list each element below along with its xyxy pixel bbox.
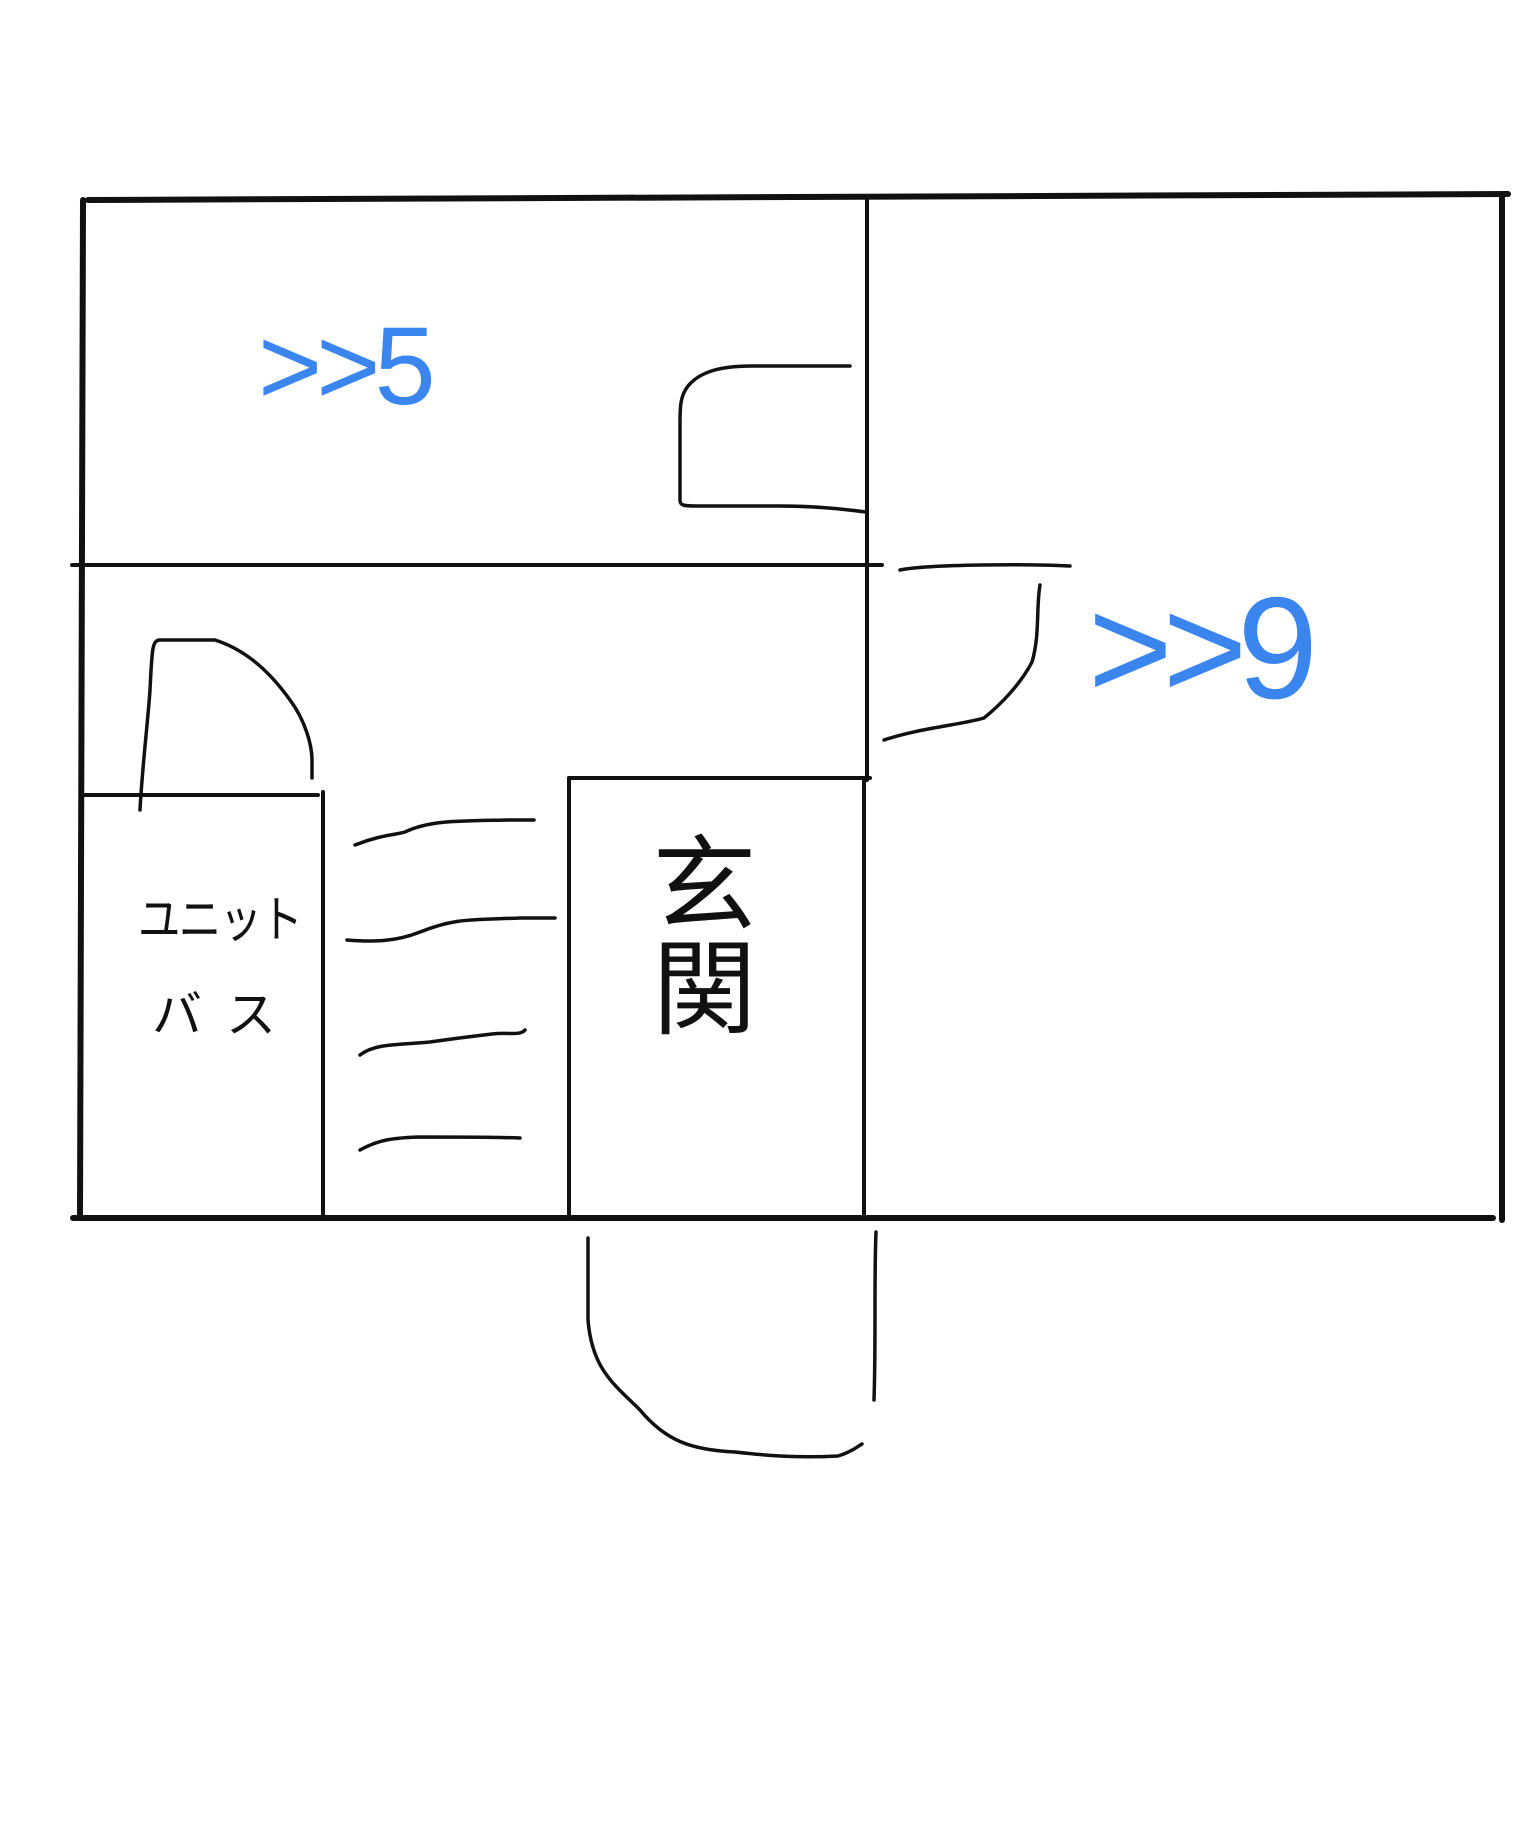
interior-walls	[70, 198, 884, 1220]
unit-bath-label-line2: バス	[152, 986, 300, 1044]
entrance-label: 玄関	[634, 830, 756, 1038]
room-9-label[interactable]: >>9	[1088, 567, 1318, 729]
door-room5	[678, 364, 868, 514]
outer-walls	[70, 191, 1511, 1223]
doors	[138, 364, 1072, 1459]
stairs	[345, 818, 557, 1152]
door-bath	[138, 638, 314, 812]
stair-step-3	[358, 1028, 527, 1057]
stair-step-1	[353, 818, 536, 847]
stair-step-2	[345, 916, 557, 943]
door-room9	[882, 563, 1072, 742]
room-5-label[interactable]: >>5	[258, 305, 436, 428]
door-entrance	[586, 1230, 878, 1459]
wall-left	[77, 197, 86, 1221]
wall-top	[85, 191, 1511, 203]
unit-bath-label-line1: ユニット	[138, 891, 303, 949]
stair-step-4	[358, 1135, 522, 1152]
